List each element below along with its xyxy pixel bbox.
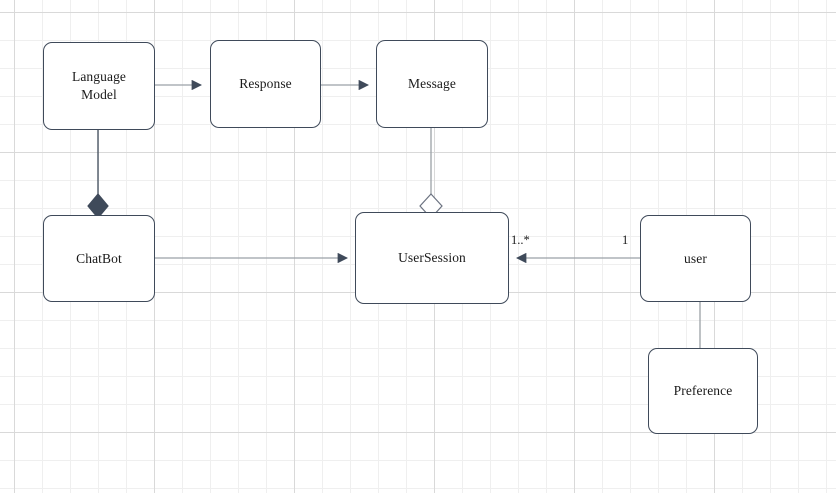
node-label-chatbot: ChatBot (76, 250, 122, 266)
node-label-preference: Preference (673, 383, 733, 399)
node-chatbot[interactable]: ChatBot (43, 215, 155, 302)
node-label-response: Response (239, 76, 292, 92)
edge-label-multiplicity-usersession: 1..* (511, 233, 530, 247)
edge-language-model-to-chatbot (87, 130, 109, 219)
node-label-language-model: Language Model (71, 69, 127, 102)
node-preference[interactable]: Preference (648, 348, 758, 434)
node-label-message: Message (408, 76, 456, 92)
edge-label-multiplicity-user: 1 (622, 233, 629, 247)
node-label-user: user (684, 250, 707, 266)
node-message[interactable]: Message (376, 40, 488, 128)
node-response[interactable]: Response (210, 40, 321, 128)
node-user[interactable]: user (640, 215, 751, 302)
node-label-usersession: UserSession (398, 250, 466, 266)
node-language-model[interactable]: Language Model (43, 42, 155, 130)
node-usersession[interactable]: UserSession (355, 212, 509, 304)
edge-message-to-usersession (419, 128, 443, 219)
